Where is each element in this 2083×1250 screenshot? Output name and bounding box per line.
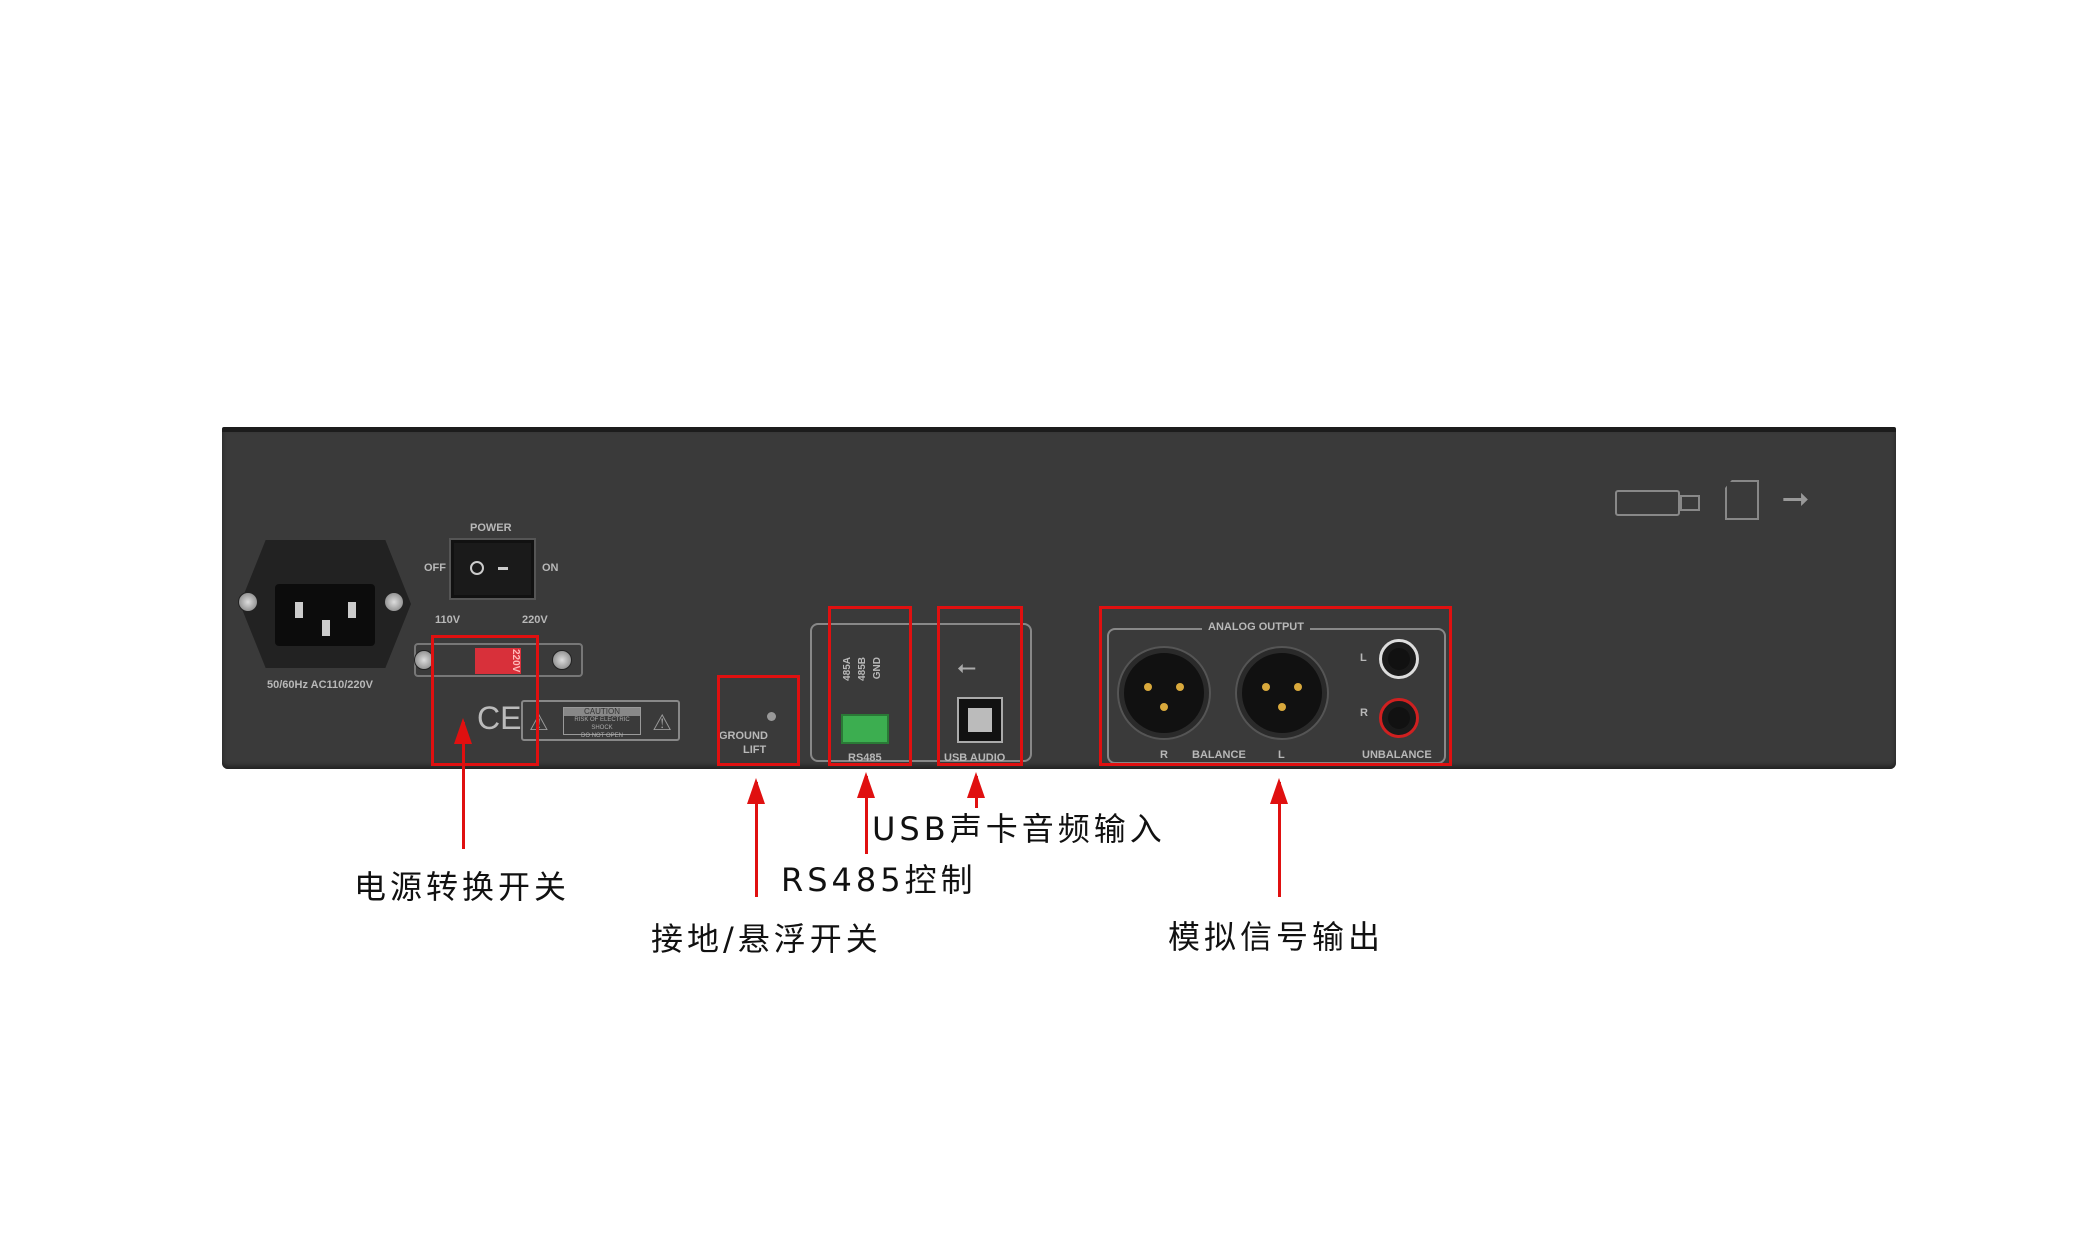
xlr-r-label: R — [1160, 749, 1168, 761]
usb-flash-drive-icon — [1615, 490, 1680, 516]
screw-icon — [384, 592, 404, 612]
highlight-ground-lift — [717, 675, 800, 766]
lift-label: LIFT — [743, 744, 767, 756]
220v-label: 220V — [522, 614, 548, 626]
usb-icon: ⭠ — [957, 654, 977, 681]
110v-label: 110V — [435, 614, 461, 626]
usb-b-port[interactable] — [957, 697, 1003, 743]
annotation-rs485: RS485控制 — [781, 861, 977, 899]
highlight-voltage-switch — [431, 635, 539, 766]
balance-label: BALANCE — [1192, 749, 1246, 761]
highlight-rs485 — [828, 606, 912, 766]
arrow-up-icon — [454, 718, 472, 849]
annotation-ground-lift: 接地/悬浮开关 — [651, 920, 882, 958]
screw-icon — [552, 650, 572, 670]
ce-mark: CE — [477, 700, 522, 736]
annotation-power-switch: 电源转换开关 — [354, 868, 571, 906]
on-label: ON — [542, 562, 559, 574]
unbalance-label: UNBALANCE — [1362, 749, 1432, 761]
rca-r-label: R — [1360, 707, 1368, 719]
arrow-up-icon — [967, 772, 985, 808]
arrow-up-icon — [857, 772, 875, 854]
xlr-output-l[interactable] — [1237, 648, 1327, 738]
analog-output-label: ANALOG OUTPUT — [1202, 621, 1310, 633]
control-section-frame — [810, 623, 1032, 762]
rca-output-l[interactable] — [1379, 639, 1419, 679]
usb-flash-plug — [1680, 495, 1700, 511]
highlight-analog-output — [1099, 606, 1452, 766]
ac-rating-label: 50/60Hz AC110/220V — [267, 679, 373, 691]
rs485-label: RS485 — [848, 752, 882, 764]
arrow-up-icon — [747, 778, 765, 897]
highlight-usb-audio — [937, 606, 1023, 766]
power-label: POWER — [470, 522, 512, 534]
iec-power-inlet — [240, 540, 411, 668]
arrow-up-icon — [1270, 778, 1288, 897]
ground-label: GROUND — [719, 730, 768, 742]
usb-audio-label: USB AUDIO — [944, 752, 1006, 764]
usb-symbol-icon: ⭢ — [1782, 478, 1810, 516]
annotation-usb-input: USB声卡音频输入 — [872, 810, 1166, 848]
xlr-output-r[interactable] — [1119, 648, 1209, 738]
rca-l-label: L — [1360, 652, 1367, 664]
annotation-analog-output: 模拟信号输出 — [1168, 918, 1385, 956]
screw-icon — [238, 592, 258, 612]
ground-lift-switch[interactable] — [767, 712, 776, 721]
power-rocker-switch[interactable] — [451, 540, 534, 598]
off-label: OFF — [424, 562, 446, 574]
voltage-selector-switch[interactable]: 220V — [475, 648, 521, 674]
sd-card-icon — [1725, 480, 1759, 520]
xlr-l-label: L — [1278, 749, 1285, 761]
rs485-terminal-block[interactable] — [841, 714, 889, 744]
device-rear-panel: 50/60Hz AC110/220V POWER OFF ON 110V 220… — [222, 427, 1896, 769]
rca-output-r[interactable] — [1379, 698, 1419, 738]
